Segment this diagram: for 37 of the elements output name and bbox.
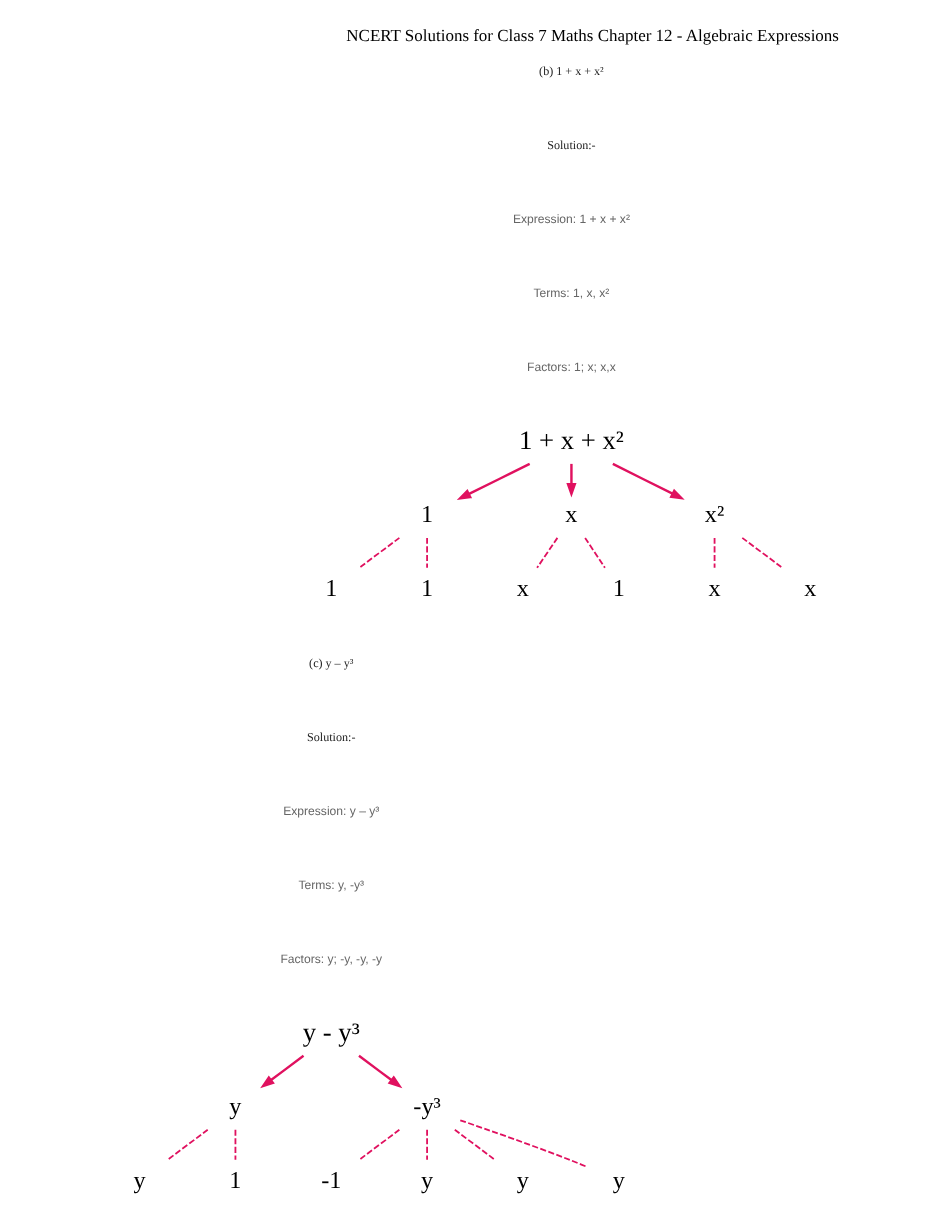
node-text: -y³ bbox=[412, 1091, 440, 1120]
connector bbox=[740, 536, 783, 569]
node-text: 1 bbox=[420, 500, 433, 529]
arrow bbox=[259, 1054, 304, 1089]
diagram-title: NCERT Solutions for Class 7 Maths Chapter 12 - Algebraic Expressions bbox=[345, 24, 838, 45]
node-text: 1 bbox=[611, 574, 624, 603]
connector bbox=[458, 1119, 586, 1168]
node-text: 1 + x + x² bbox=[518, 424, 623, 455]
arrow bbox=[455, 462, 530, 501]
connector bbox=[165, 1128, 208, 1161]
node-text: y - y³ bbox=[301, 1016, 359, 1047]
node-text: 1 bbox=[420, 574, 433, 603]
node-text: y bbox=[611, 1165, 624, 1194]
node-text: y bbox=[420, 1165, 433, 1194]
node-text: -1 bbox=[320, 1165, 341, 1194]
arrow bbox=[357, 1054, 402, 1089]
node-text: x bbox=[707, 574, 720, 603]
node-text: x bbox=[515, 574, 528, 603]
node-text: y bbox=[228, 1091, 241, 1120]
connector bbox=[233, 1128, 236, 1161]
arrow bbox=[611, 462, 684, 500]
connector bbox=[583, 536, 605, 569]
node-text: x bbox=[803, 574, 816, 603]
connector bbox=[712, 536, 715, 569]
node-text: y bbox=[515, 1165, 528, 1194]
connector bbox=[425, 536, 427, 569]
node-text: x² bbox=[703, 500, 724, 529]
connector bbox=[535, 536, 558, 569]
connector bbox=[357, 1128, 400, 1161]
arrow bbox=[565, 463, 576, 498]
connector bbox=[425, 1128, 427, 1161]
node-text: 1 bbox=[324, 574, 337, 603]
connector bbox=[452, 1128, 496, 1161]
connector bbox=[357, 536, 400, 569]
node-text: 1 bbox=[228, 1165, 241, 1194]
node-text: y bbox=[132, 1165, 145, 1194]
node-text: x bbox=[564, 500, 577, 529]
